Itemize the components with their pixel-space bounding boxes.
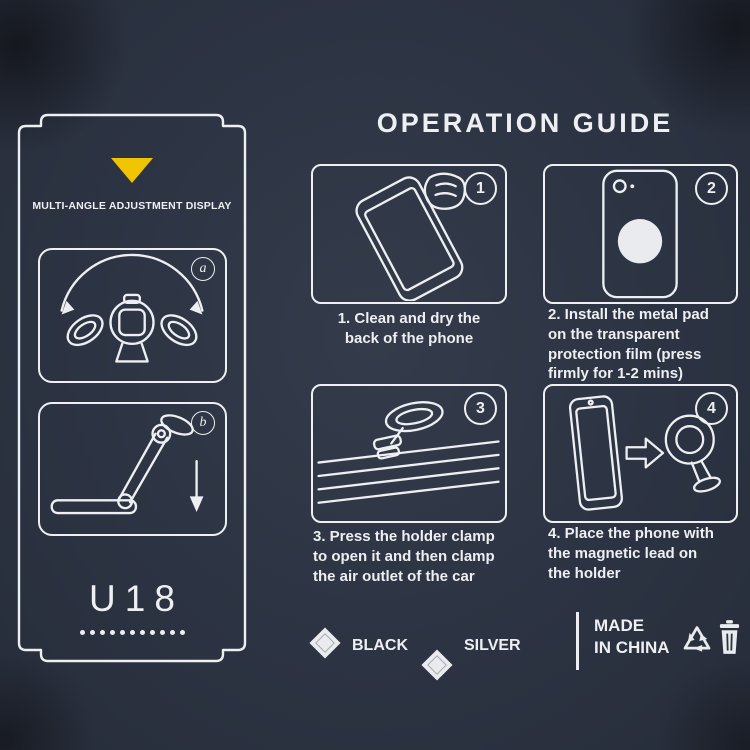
left-panel: MULTI-ANGLE ADJUSTMENT DISPLAY a b <box>16 112 248 664</box>
figure-a-box: a <box>38 248 227 383</box>
recycle-icon <box>683 626 711 652</box>
step-1-caption: 1. Clean and dry the back of the phone <box>337 310 481 347</box>
place-phone-illustration <box>568 395 722 511</box>
operation-guide-title: OPERATION GUIDE <box>376 108 674 138</box>
silver-color-diamond-icon <box>421 649 453 681</box>
step-3-badge: 3 <box>464 392 497 425</box>
step-box-4: 4 <box>543 384 738 523</box>
step-1-badge: 1 <box>464 172 497 205</box>
step-2-badge: 2 <box>695 172 728 205</box>
side-fold-illustration <box>50 414 204 515</box>
step-box-1: 1 <box>311 164 507 304</box>
color-label-black: BLACK <box>352 637 408 654</box>
metal-pad-illustration <box>602 169 678 299</box>
card-outline <box>17 113 247 663</box>
down-triangle-icon <box>111 158 153 183</box>
dotted-line <box>16 630 248 635</box>
step-box-2: 2 <box>543 164 738 304</box>
made-in-china-label: MADE IN CHINA <box>594 616 670 658</box>
trash-bin-icon <box>719 620 740 654</box>
step-box-3: 3 <box>311 384 507 523</box>
vent-clamp-illustration <box>317 401 500 504</box>
figure-b-box: b <box>38 402 227 536</box>
footer-divider <box>576 612 579 670</box>
figure-a-label: a <box>191 257 215 281</box>
step-4-badge: 4 <box>695 392 728 425</box>
multi-angle-front-illustration <box>60 253 204 363</box>
step-4-caption: 4. Place the phone with the magnetic lea… <box>548 525 714 582</box>
model-number: U18 <box>89 578 184 619</box>
step-3-caption: 3. Press the holder clamp to open it and… <box>313 528 495 585</box>
figure-b-label: b <box>191 411 215 435</box>
color-label-silver: SILVER <box>464 637 521 654</box>
left-panel-heading: MULTI-ANGLE ADJUSTMENT DISPLAY <box>32 200 232 212</box>
black-color-diamond-icon <box>309 627 341 659</box>
clean-phone-illustration <box>355 172 466 302</box>
step-2-caption: 2. Install the metal pad on the transpar… <box>548 306 709 383</box>
